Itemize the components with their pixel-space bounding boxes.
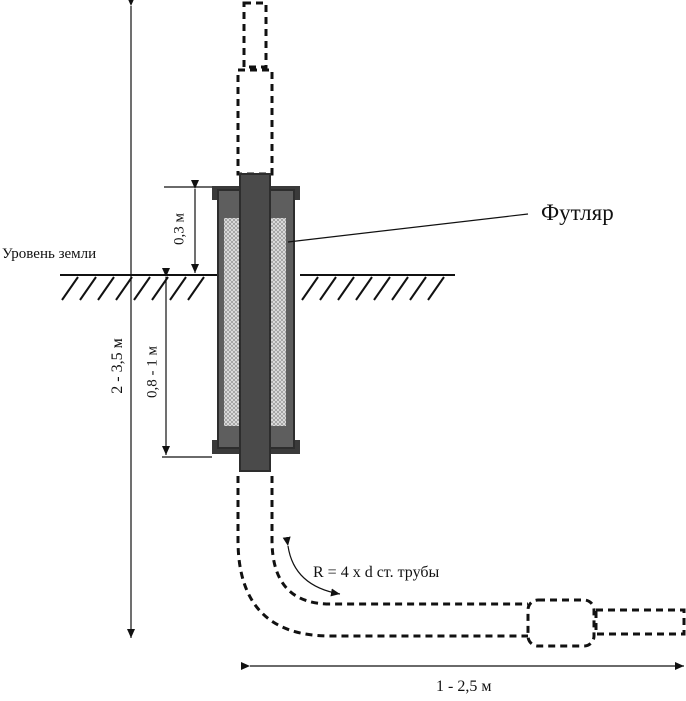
lower-pipe-dashed — [236, 476, 686, 648]
depth-above-ground-label: 0,3 м — [171, 213, 188, 245]
casing-mesh-right — [269, 218, 286, 426]
dimension-below-ground — [162, 268, 212, 458]
casing-leader-line — [287, 213, 529, 243]
casing-mesh-left — [224, 218, 241, 426]
ground-level-label: Уровень земли — [2, 246, 97, 262]
dimension-above-ground — [164, 180, 212, 276]
bend-radius-label: R = 4 x d ст. трубы — [313, 564, 440, 581]
inner-pipe — [239, 173, 271, 472]
depth-below-ground-label: 0,8 - 1 м — [144, 346, 161, 398]
upper-pipe-dashed — [236, 1, 274, 176]
bend-radius-arrow — [282, 536, 341, 597]
casing-label: Футляр — [541, 200, 614, 225]
horizontal-length-label: 1 - 2,5 м — [436, 678, 492, 695]
total-depth-label: 2 - 3,5 м — [109, 338, 126, 394]
